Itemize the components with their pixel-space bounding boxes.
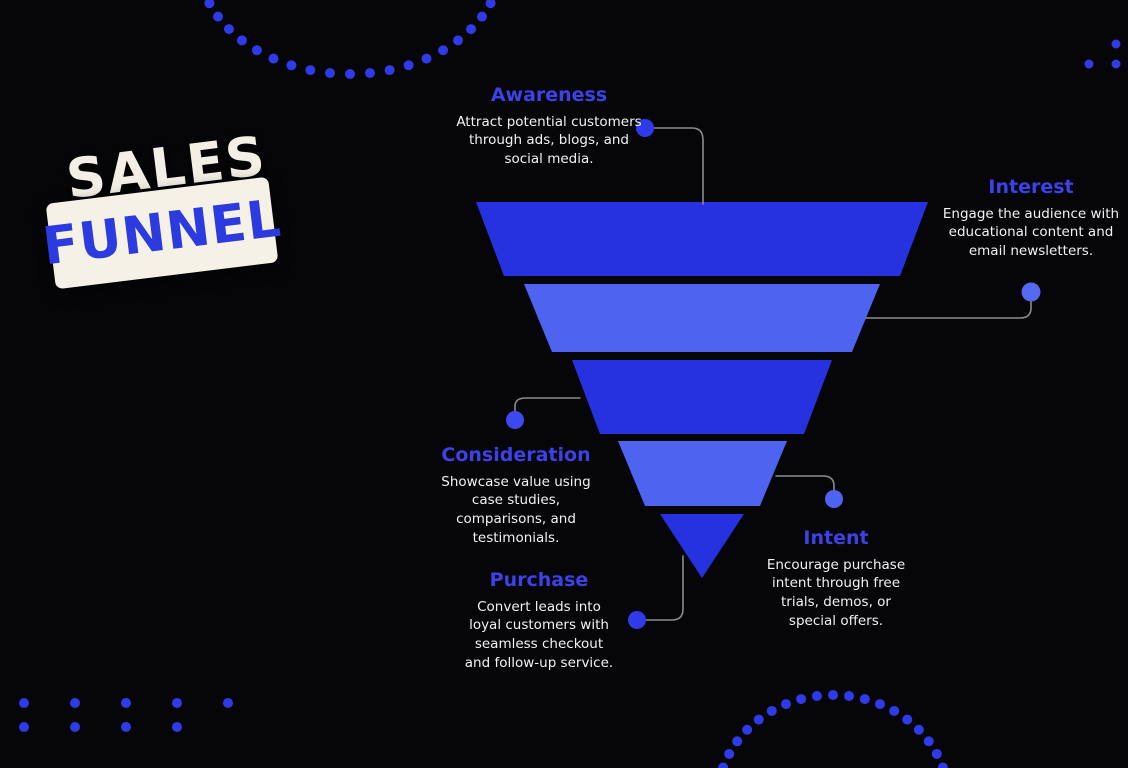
funnel-band-awareness[interactable] xyxy=(476,202,928,276)
funnel-band-consideration[interactable] xyxy=(572,360,832,434)
connector-interest xyxy=(865,299,1032,319)
connector-dot-intent[interactable] xyxy=(825,490,843,508)
callout-body-intent: Encourage purchase intent through free t… xyxy=(766,556,906,629)
connector-dot-interest[interactable] xyxy=(1021,282,1041,302)
callout-intent: Intent Encourage purchase intent through… xyxy=(758,527,914,630)
callout-title-awareness: Awareness xyxy=(490,84,608,106)
callout-title-interest: Interest xyxy=(988,176,1074,198)
connector-dots-group xyxy=(506,119,1041,629)
callout-title-consideration: Consideration xyxy=(441,444,591,466)
callout-body-awareness: Attract potential customers through ads,… xyxy=(456,113,642,168)
connector-intent xyxy=(775,475,835,492)
connector-awareness xyxy=(651,127,704,205)
callout-title-purchase: Purchase xyxy=(489,569,589,591)
connector-purchase xyxy=(644,555,684,621)
connector-dot-purchase[interactable] xyxy=(628,611,646,629)
callout-purchase: Purchase Convert leads into loyal custom… xyxy=(460,569,618,672)
callout-body-interest: Engage the audience with educational con… xyxy=(942,205,1120,260)
title-word-funnel: FUNNEL xyxy=(39,188,285,278)
callout-interest: Interest Engage the audience with educat… xyxy=(940,176,1122,261)
connector-dot-consideration[interactable] xyxy=(506,411,524,429)
connector-dot-awareness[interactable] xyxy=(636,119,654,137)
callout-body-consideration: Showcase value using case studies, compa… xyxy=(441,473,591,546)
callout-body-purchase: Convert leads into loyal customers with … xyxy=(464,598,614,671)
callout-title-intent: Intent xyxy=(803,527,869,549)
callout-awareness: Awareness Attract potential customers th… xyxy=(448,84,650,169)
funnel-band-interest[interactable] xyxy=(524,284,880,352)
funnel-bands-group xyxy=(476,202,928,578)
funnel-band-intent[interactable] xyxy=(618,441,787,506)
callout-consideration: Consideration Showcase value using case … xyxy=(432,444,600,547)
connector-lines-group xyxy=(514,127,1032,621)
funnel-band-purchase[interactable] xyxy=(660,514,744,578)
title-lockup: SALES FUNNEL xyxy=(40,124,330,296)
connector-consideration xyxy=(514,397,581,413)
